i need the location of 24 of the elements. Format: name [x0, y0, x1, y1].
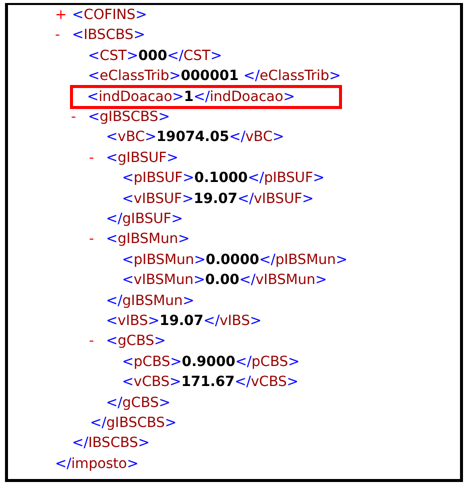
xml-line: - <IBSCBS>	[55, 26, 146, 44]
xml-line: <vBC>19074.05</vBC>	[106, 128, 284, 146]
xml-line: <vIBSMun>0.00</vIBSMun>	[122, 271, 327, 290]
xml-line: </gCBS>	[106, 394, 170, 412]
xml-line: - <gIBSUF>	[89, 148, 178, 167]
xml-line: - <gIBSMun>	[89, 230, 190, 248]
xml-line: </gIBSMun>	[106, 292, 194, 310]
xml-line: <vCBS>171.67</vCBS>	[122, 373, 298, 392]
xml-line: - <gIBSCBS>	[71, 108, 170, 126]
xml-line: </imposto>	[55, 454, 139, 473]
xml-line: <pIBSMun>0.0000</pIBSMun>	[122, 250, 348, 269]
xml-line: <pIBSUF>0.1000</pIBSUF>	[122, 169, 325, 188]
xml-line: <eClassTrib>000001 </eClassTrib>	[88, 67, 341, 86]
xml-line: <indDoacao>1</indDoacao>	[87, 88, 295, 106]
highlight-box	[70, 84, 342, 109]
xml-line: + <COFINS>	[55, 6, 148, 24]
xml-line: </gIBSCBS>	[90, 414, 176, 432]
xml-line: <vIBS>19.07</vIBS>	[106, 312, 262, 330]
xml-line: </gIBSUF>	[106, 210, 183, 228]
xml-line: </IBSCBS>	[72, 434, 150, 452]
xml-line: - <gCBS>	[89, 332, 166, 350]
xml-line: <pCBS>0.9000</pCBS>	[122, 352, 300, 371]
xml-line: <CST>000</CST>	[88, 46, 222, 65]
xml-line: <vIBSUF>19.07</vIBSUF>	[122, 190, 314, 208]
